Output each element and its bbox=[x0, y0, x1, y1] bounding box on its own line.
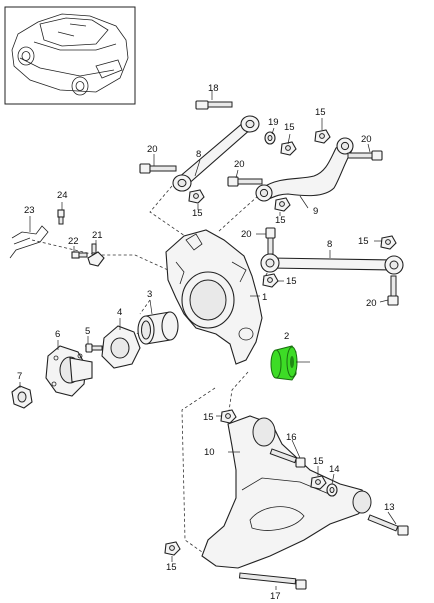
callout-15: 15 bbox=[166, 562, 177, 573]
callout-7: 7 bbox=[17, 371, 22, 382]
bolt-13 bbox=[367, 514, 409, 536]
callout-labels: 18 19 15 15 20 8 20 20 15 15 9 24 23 22 … bbox=[17, 83, 395, 602]
nut-15-arm10-top bbox=[220, 409, 237, 424]
callout-4: 4 bbox=[117, 307, 122, 318]
callout-10: 10 bbox=[204, 447, 215, 458]
bolt-20-left bbox=[139, 163, 177, 174]
wheel-bearing-3 bbox=[137, 311, 179, 345]
hub-nut-7 bbox=[11, 385, 33, 409]
sensor-bracket-23 bbox=[9, 225, 49, 259]
callout-23: 23 bbox=[24, 205, 35, 216]
callout-20: 20 bbox=[241, 229, 252, 240]
callout-20: 20 bbox=[234, 159, 245, 170]
bolt-20-link-right bbox=[387, 275, 399, 306]
callout-16: 16 bbox=[286, 432, 297, 443]
callout-8: 8 bbox=[327, 239, 332, 250]
callout-14: 14 bbox=[329, 464, 340, 475]
callout-15: 15 bbox=[284, 122, 295, 133]
washer-14 bbox=[326, 483, 338, 497]
bolt-20-link-left bbox=[265, 227, 276, 255]
callout-5: 5 bbox=[85, 326, 90, 337]
callout-20: 20 bbox=[147, 144, 158, 155]
washer-19 bbox=[264, 131, 276, 145]
bolt-20-arm9-left bbox=[227, 176, 263, 187]
callout-13: 13 bbox=[384, 502, 395, 513]
callout-20: 20 bbox=[361, 134, 372, 145]
callout-15: 15 bbox=[315, 107, 326, 118]
bolt-17 bbox=[238, 572, 307, 590]
callout-20: 20 bbox=[366, 298, 377, 309]
wheel-carrier-1 bbox=[165, 229, 263, 365]
nut-15-top-right bbox=[314, 129, 331, 144]
nut-15-link-right bbox=[380, 235, 397, 250]
callout-15: 15 bbox=[358, 236, 369, 247]
upper-control-link-8 bbox=[172, 115, 260, 192]
callout-9: 9 bbox=[313, 206, 318, 217]
callout-22: 22 bbox=[68, 236, 79, 247]
bolt-5 bbox=[85, 343, 103, 353]
lower-control-link-8 bbox=[260, 253, 404, 275]
dust-shield-4 bbox=[101, 325, 141, 369]
curved-control-arm-9 bbox=[255, 137, 354, 202]
nut-15-arm10-right bbox=[310, 475, 327, 490]
callout-15: 15 bbox=[275, 215, 286, 226]
bolt-22 bbox=[71, 251, 88, 259]
lower-control-arm-10 bbox=[201, 415, 372, 569]
bolt-24 bbox=[57, 209, 65, 225]
callout-24: 24 bbox=[57, 190, 68, 201]
bolt-16 bbox=[269, 448, 306, 468]
callout-6: 6 bbox=[55, 329, 60, 340]
callout-17: 17 bbox=[270, 591, 281, 602]
nut-15-arm10-bottom bbox=[164, 541, 181, 556]
callout-18: 18 bbox=[208, 83, 219, 94]
callout-8: 8 bbox=[196, 149, 201, 160]
callout-3: 3 bbox=[147, 289, 152, 300]
nut-15-link-left bbox=[262, 273, 279, 288]
callout-15: 15 bbox=[313, 456, 324, 467]
leader-lines bbox=[19, 118, 397, 590]
callout-15: 15 bbox=[192, 208, 203, 219]
bolt-20-arm9-right bbox=[347, 150, 383, 161]
vehicle-thumbnail bbox=[4, 6, 136, 105]
callout-19: 19 bbox=[268, 117, 279, 128]
nut-15-arm9 bbox=[274, 197, 291, 212]
wheel-hub-6 bbox=[45, 345, 93, 397]
callout-1: 1 bbox=[262, 292, 267, 303]
callout-15: 15 bbox=[203, 412, 214, 423]
callout-15: 15 bbox=[286, 276, 297, 287]
callout-2: 2 bbox=[284, 331, 289, 342]
abs-sensor-21 bbox=[87, 243, 105, 267]
bushing-2-highlighted bbox=[270, 345, 310, 381]
bolt-18 bbox=[195, 90, 233, 110]
nut-15-left bbox=[188, 189, 205, 204]
callout-21: 21 bbox=[92, 230, 103, 241]
nut-15-upper bbox=[280, 141, 297, 156]
